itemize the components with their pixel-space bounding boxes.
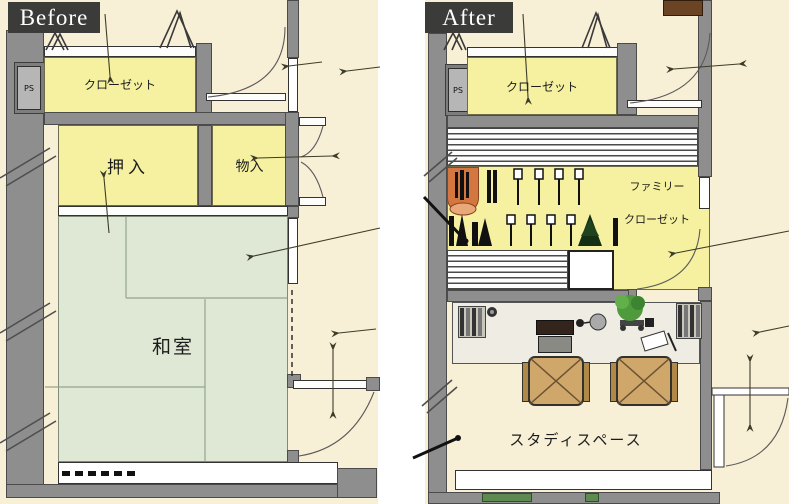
- after-study-top-wall: [447, 290, 629, 302]
- before-ps-label: PS: [24, 83, 34, 93]
- after-family-closet-label-line2: クローゼット: [624, 212, 690, 226]
- after-title-tag: After: [425, 2, 513, 33]
- before-door-jamb-block: [366, 377, 380, 391]
- after-wall-mid-band: [447, 115, 712, 128]
- chair-icon-left: [528, 356, 584, 406]
- before-bottom-corner-wall: [337, 468, 377, 498]
- after-study-space-label: スタディスペース: [509, 430, 643, 449]
- after-cabinet-outside: [663, 0, 703, 16]
- before-washitsu-label: 和室: [151, 335, 194, 358]
- planter-icon: [482, 493, 532, 502]
- before-monoire-room: [212, 125, 287, 206]
- after-corridor-door-line: [627, 100, 702, 108]
- after-closet-room: [467, 57, 617, 115]
- chair-arm: [671, 362, 678, 402]
- after-bookstand-right: [676, 303, 702, 339]
- before-shoji-track: [58, 206, 288, 216]
- after-bottom-window: [455, 470, 712, 490]
- before-right-wall-top: [287, 0, 299, 58]
- after-title-text: After: [442, 4, 496, 30]
- after-hanging-rack: [447, 167, 479, 213]
- after-ps-label: PS: [453, 85, 463, 95]
- after-bookstand-left: [458, 306, 486, 338]
- after-shelving-band-lower: [447, 250, 568, 290]
- before-window-right-upper: [288, 58, 298, 112]
- chair-icon-right: [616, 356, 672, 406]
- after-shelving-band-upper: [447, 128, 698, 166]
- before-ps-shaft: PS: [17, 66, 41, 110]
- planter-icon: [585, 493, 599, 502]
- before-wall-oshiire-monoire: [198, 125, 212, 206]
- after-closet-front: [467, 47, 637, 57]
- laptop-keyboard-icon: [538, 336, 572, 353]
- before-closet-front: [44, 46, 196, 57]
- after-study-desk: [452, 302, 700, 364]
- after-right-wall-lower: [700, 301, 712, 470]
- before-closet-label: クローゼット: [83, 77, 156, 92]
- before-double-door-leaf-top: [299, 117, 326, 126]
- after-window-right: [699, 177, 710, 209]
- before-oshiire-label: 押入: [107, 158, 149, 178]
- before-title-text: Before: [19, 4, 89, 30]
- after-storage-chest: [568, 250, 614, 290]
- laptop-screen-icon: [536, 320, 574, 335]
- after-right-wall-stub: [698, 287, 712, 301]
- after-ps-shaft: PS: [448, 68, 468, 112]
- before-oshiire-room: [58, 125, 198, 206]
- after-bottom-wall: [428, 492, 720, 504]
- before-double-door-leaf-bottom: [299, 197, 326, 206]
- after-right-wall-upper: [698, 0, 712, 177]
- chair-arm: [583, 362, 590, 402]
- after-family-closet-label-line1: ファミリー: [629, 180, 685, 193]
- before-monoire-label: 物入: [235, 158, 264, 175]
- before-title-tag: Before: [8, 2, 100, 33]
- after-closet-label: クローゼット: [505, 79, 578, 94]
